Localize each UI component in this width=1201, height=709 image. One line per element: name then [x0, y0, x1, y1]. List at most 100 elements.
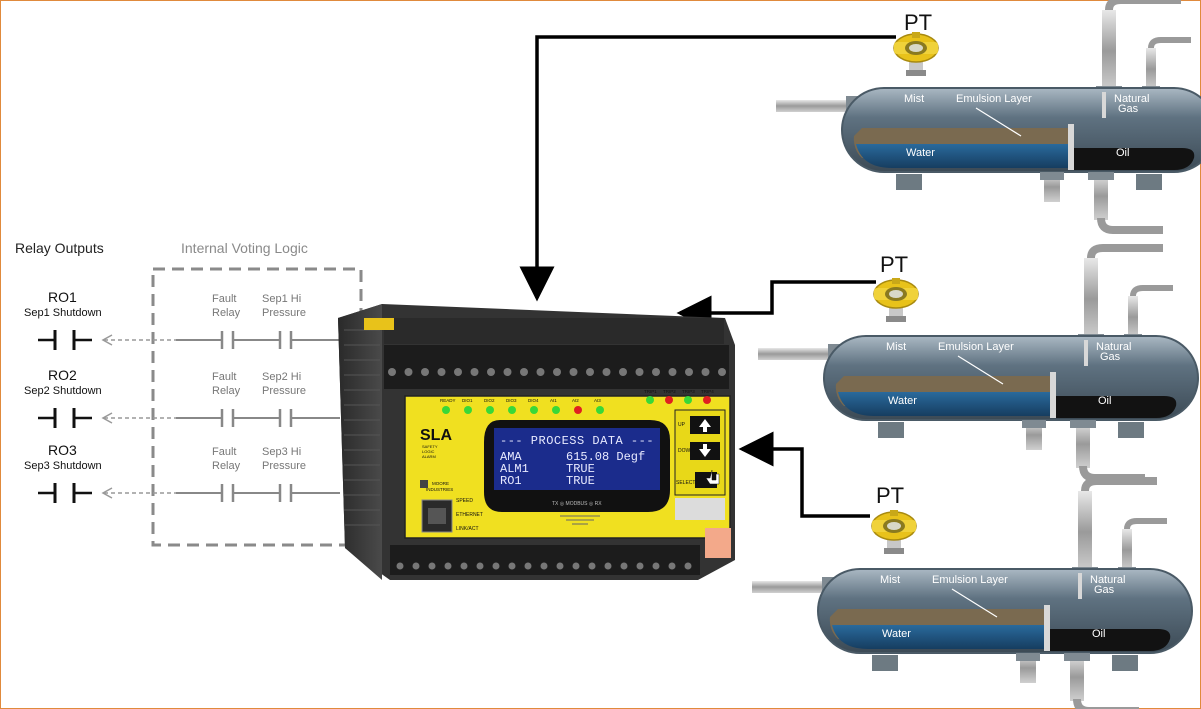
trip-label: TRIP3	[682, 389, 695, 394]
terminal-screw	[460, 562, 468, 570]
led-label: DIO1	[462, 398, 473, 403]
contact-label: Sep1 Hi	[262, 293, 301, 305]
device-brand-sub-1: SAFETY	[422, 444, 438, 449]
terminal-screw	[701, 368, 710, 376]
contact-label: Fault	[212, 446, 236, 458]
signal-line-sep3	[738, 431, 870, 518]
terminal-screw	[454, 368, 462, 376]
maker-name-1: MOORE	[432, 481, 449, 486]
device-brand: SLA	[420, 427, 452, 444]
trip-led	[665, 396, 673, 404]
trip-label: TRIP2	[663, 389, 676, 394]
relay-output-desc: Sep1 Shutdown	[24, 307, 102, 319]
pt-label-1: PT	[904, 10, 932, 35]
separator-1	[776, 0, 1201, 230]
led-label: AI1	[550, 398, 557, 403]
display-tag-3: RO1	[500, 474, 522, 488]
display-tag-2: ALM1	[500, 462, 529, 476]
terminal-screw	[476, 562, 484, 570]
trip-led	[703, 396, 711, 404]
terminal-screw	[421, 368, 429, 376]
status-led	[508, 406, 516, 414]
status-led	[574, 406, 582, 414]
led-label: DIO2	[484, 398, 495, 403]
terminal-screw	[572, 562, 580, 570]
logic-arrowhead	[101, 487, 113, 499]
contact-label: Relay	[212, 385, 241, 397]
terminal-screw	[520, 368, 528, 376]
contact-label: Pressure	[262, 460, 306, 472]
terminal-screw	[588, 562, 596, 570]
port-label-speed: SPEED	[456, 498, 473, 504]
display-value-2: TRUE	[566, 462, 595, 476]
terminal-screw	[388, 368, 396, 376]
display-value-1: 615.08 Degf	[566, 450, 645, 464]
terminal-screw	[503, 368, 512, 376]
trip-label: TRIP1	[644, 389, 657, 394]
status-led	[596, 406, 604, 414]
contact-label: Pressure	[262, 307, 306, 319]
contact-label: Pressure	[262, 385, 306, 397]
terminal-screw	[668, 368, 677, 376]
relay-output-desc: Sep3 Shutdown	[24, 460, 102, 472]
terminal-screw	[553, 368, 561, 376]
terminal-screw	[508, 562, 516, 570]
terminal-screw	[444, 562, 452, 570]
pt-label-3: PT	[876, 483, 904, 508]
terminal-screw	[396, 562, 404, 570]
relay-output-id: RO1	[48, 289, 77, 305]
led-label: DIO4	[528, 398, 539, 403]
terminal-screw	[619, 368, 627, 376]
down-arrow-icon	[699, 444, 711, 457]
signal-line-sep1	[519, 35, 896, 302]
terminal-screw	[412, 562, 420, 570]
display-value-3: TRUE	[566, 474, 595, 488]
contact-label: Sep2 Hi	[262, 371, 301, 383]
relay-output-id: RO2	[48, 367, 77, 383]
terminal-screw	[620, 562, 628, 570]
terminal-screw	[536, 368, 545, 376]
terminal-screw	[404, 368, 413, 376]
logic-arrowhead	[101, 334, 113, 346]
display-footer: TX ◎ MODBUS ◎ RX	[552, 501, 602, 507]
terminal-screw	[437, 368, 446, 376]
signal-line-sep2	[676, 280, 876, 331]
terminal-screw	[470, 368, 479, 376]
terminal-screw	[668, 562, 676, 570]
device-brand-sub-3: ALARM	[422, 454, 436, 459]
up-arrow-icon	[699, 419, 711, 432]
relay-output-id: RO3	[48, 442, 77, 458]
pressure-transmitter-2	[873, 277, 919, 323]
terminal-screw	[492, 562, 500, 570]
relay-output-desc: Sep2 Shutdown	[24, 385, 102, 397]
terminal-screw	[635, 368, 644, 376]
logic-arrowhead	[101, 412, 113, 424]
port-label-linkact: LINK/ACT	[456, 526, 479, 532]
display-header: --- PROCESS DATA ---	[500, 434, 654, 448]
led-label: AI2	[572, 398, 579, 403]
display-tag-1: AMA	[500, 450, 522, 464]
terminal-screw	[604, 562, 612, 570]
btn-label-select: SELECT	[676, 480, 695, 486]
terminal-screw	[586, 368, 594, 376]
led-label: READY	[440, 398, 456, 403]
terminal-screw	[685, 368, 693, 376]
terminal-screw	[636, 562, 644, 570]
terminal-screw	[569, 368, 578, 376]
relay-outputs-title: Relay Outputs	[15, 240, 104, 256]
pressure-transmitter-3	[871, 509, 917, 555]
contact-label: Sep3 Hi	[262, 446, 301, 458]
contact-label: Fault	[212, 293, 236, 305]
terminal-screw	[652, 368, 660, 376]
terminal-screw	[487, 368, 495, 376]
terminal-screw	[718, 368, 726, 376]
terminal-screw	[540, 562, 548, 570]
status-led	[552, 406, 560, 414]
btn-label-down: DOWN	[678, 448, 694, 454]
device-brand-sub-2: LOGIC	[422, 449, 435, 454]
trip-led	[684, 396, 692, 404]
